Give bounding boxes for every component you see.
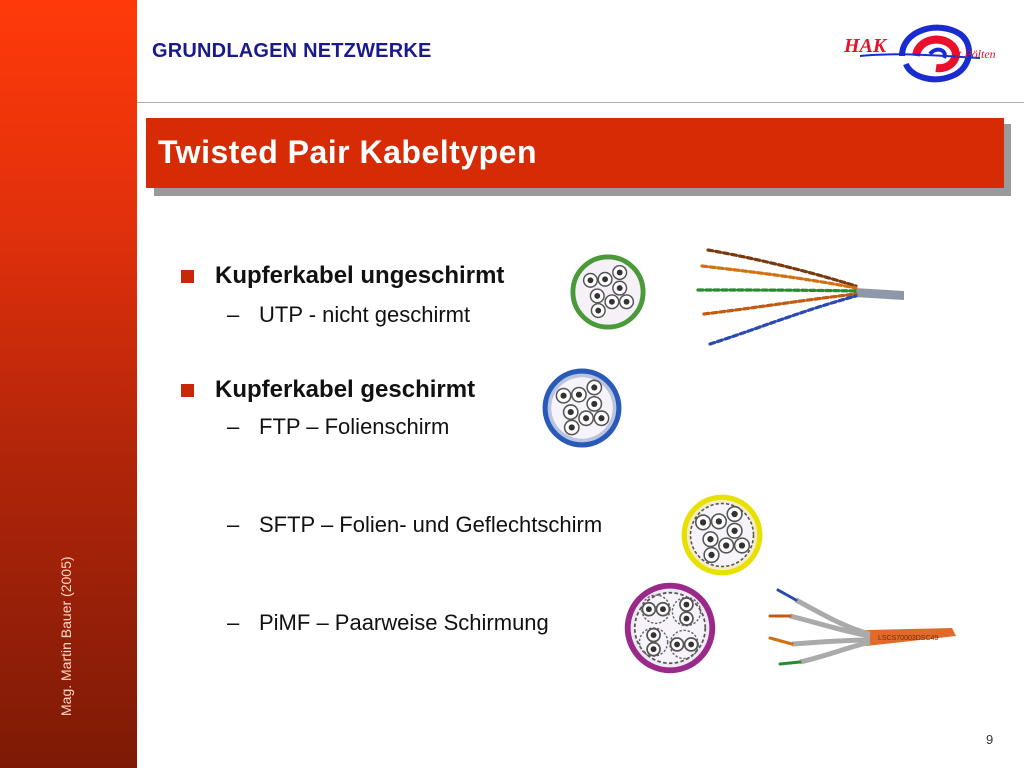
bullet-shielded: Kupferkabel geschirmt xyxy=(180,376,476,403)
sftp-cross-section-icon xyxy=(681,494,763,576)
title-bar: Twisted Pair Kabeltypen xyxy=(146,118,1004,188)
utp-cable-photo xyxy=(696,248,904,346)
header-divider xyxy=(137,102,1024,103)
school-logo: HAK St.Pölten xyxy=(843,24,996,83)
svg-text:St.Pölten: St.Pölten xyxy=(952,47,996,61)
sub-bullet-sftp: –SFTP – Folien- und Geflechtschirm xyxy=(227,512,603,537)
utp-cross-section-icon xyxy=(570,254,646,330)
sub-bullet-utp: –UTP - nicht geschirmt xyxy=(227,302,471,327)
svg-text:HAK: HAK xyxy=(843,35,888,57)
page-number: 9 xyxy=(986,732,994,747)
pimf-cross-section-icon xyxy=(624,582,716,674)
header-title: GRUNDLAGEN NETZWERKE xyxy=(152,40,432,62)
pimf-cable-photo: LSCS70003DSC49 xyxy=(768,588,956,666)
sidebar-band: Mag. Martin Bauer (2005) xyxy=(0,0,137,768)
sub-bullet-ftp: –FTP – Folienschirm xyxy=(227,414,450,439)
slide-title: Twisted Pair Kabeltypen xyxy=(158,134,537,170)
sub-bullet-pimf: –PiMF – Paarweise Schirmung xyxy=(227,610,549,635)
bullet-unshielded: Kupferkabel ungeschirmt xyxy=(180,262,505,289)
svg-text:LSCS70003DSC49: LSCS70003DSC49 xyxy=(878,635,938,642)
ftp-cross-section-icon xyxy=(542,368,622,448)
author-credit: Mag. Martin Bauer (2005) xyxy=(58,556,74,716)
